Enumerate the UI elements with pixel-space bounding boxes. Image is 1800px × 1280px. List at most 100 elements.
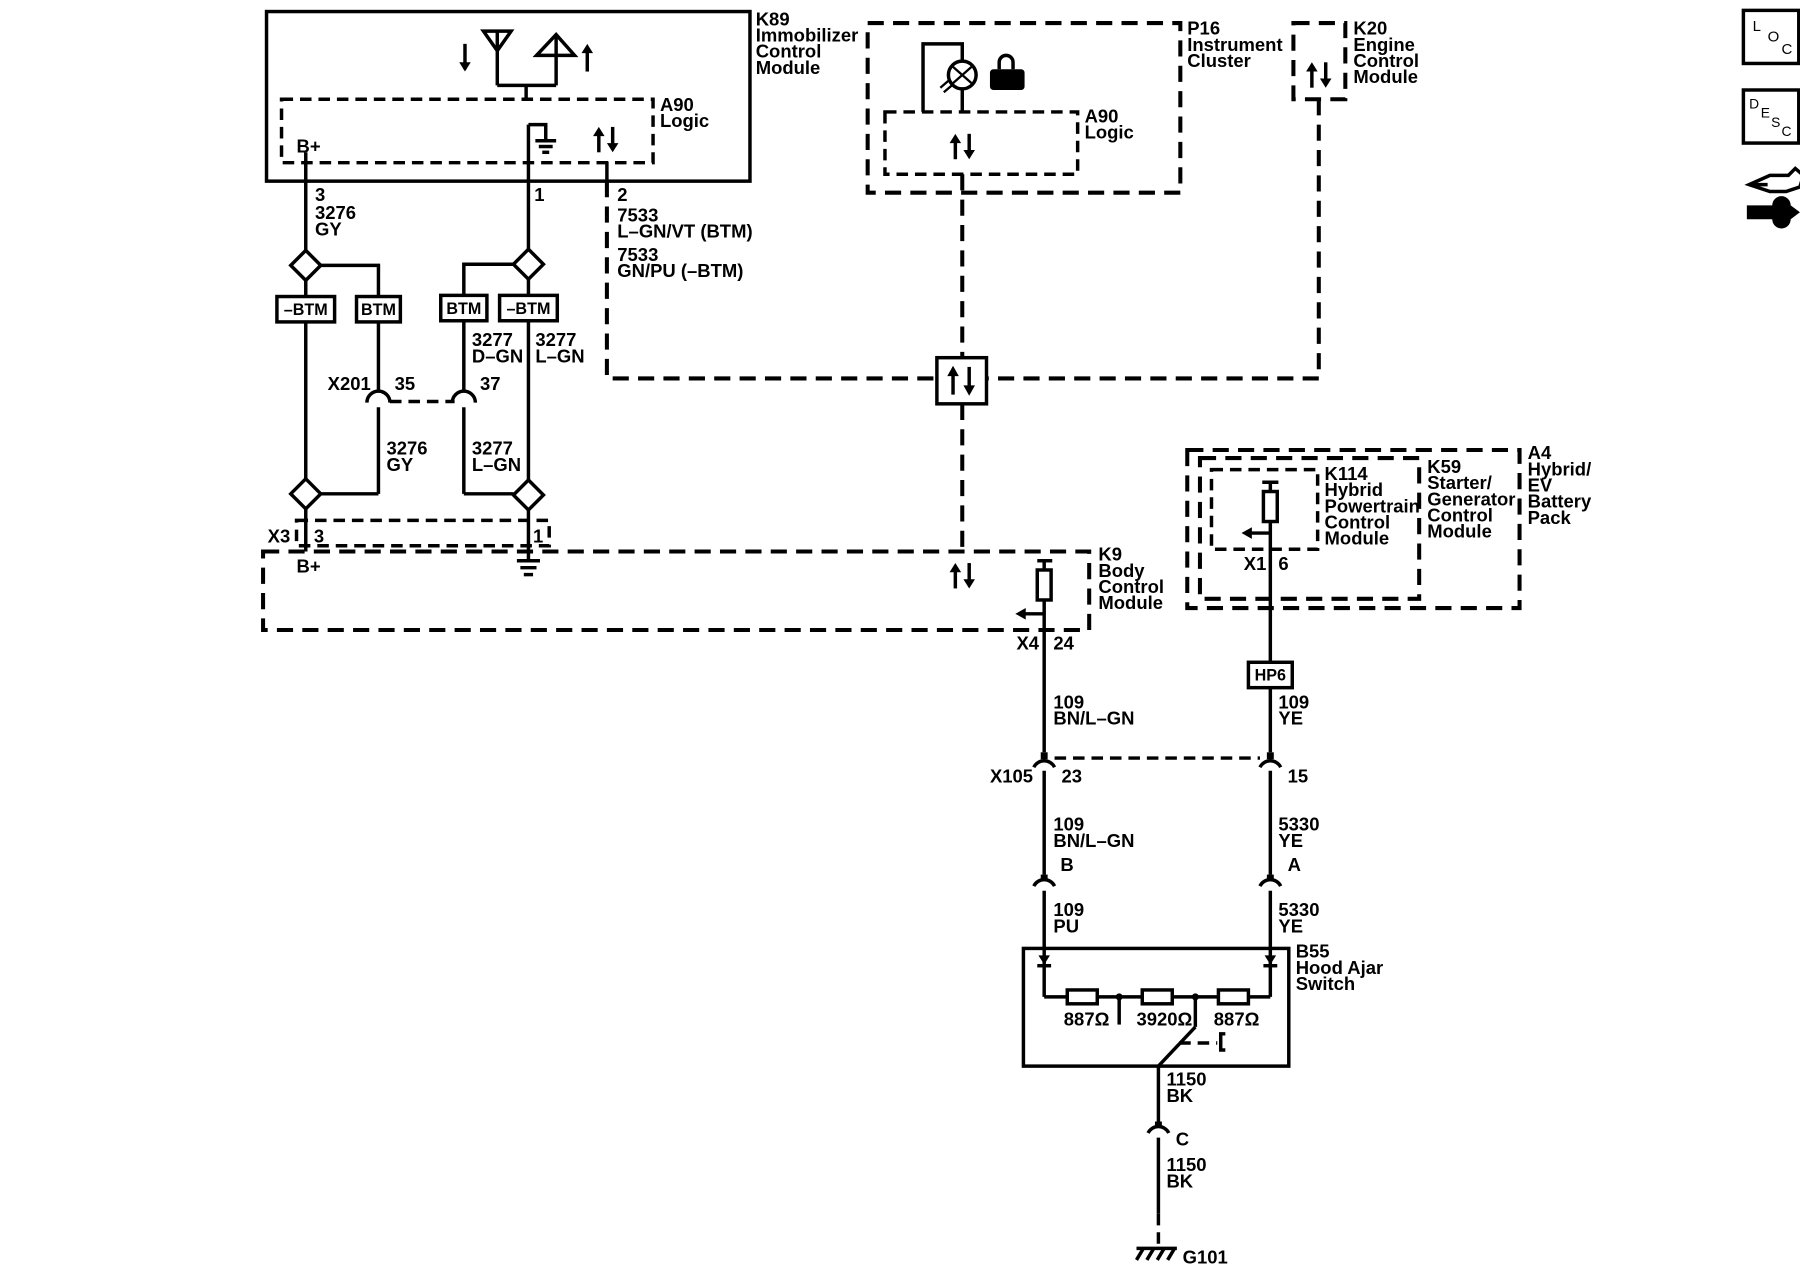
desc-letter-e: E [1761,105,1770,121]
k9-ground-icon [516,551,540,577]
k89-module-label: K89 Immobilizer Control Module [756,8,864,77]
b55-module-label: B55 Hood Ajar Switch [1296,941,1389,994]
k20-data-arrows-icon [1306,62,1332,88]
chassis-ground-icon [1135,1246,1177,1261]
k89-data-arrows-icon [593,126,619,153]
k89-logic-box [279,97,655,165]
k59-starter-generator-module-box [1197,456,1422,601]
k89-immobilizer-module-box [264,9,752,183]
x201-pin35-connector-icon [365,389,392,403]
k89-logic-label: A90 Logic [660,94,709,131]
x201-pin37-connector-icon [450,389,478,403]
wire-109-bn-lgn-upper-label: 109 BN/L–GN [1053,691,1134,728]
splice-diamond-top-right [510,246,546,282]
option-btm-right-label: BTM [446,300,481,318]
desc-letter-c: C [1781,123,1791,139]
p16-logic-box [883,110,1080,176]
wire-1150-bk-lower-label: 1150 BK [1166,1154,1211,1191]
x3-pin1-label: 1 [533,525,543,546]
loc-letter-o: O [1768,29,1780,46]
wire-7533-serial-data [604,181,937,381]
splice-diamond-bottom-left [288,476,324,512]
wire-5330-ye-lower-label: 5330 YE [1278,899,1324,936]
serial-data-splice-box [935,355,989,406]
p16-instrument-cluster-box [865,21,1183,195]
x201-pin35-label: 35 [395,373,416,394]
wire-109-bn-lgn-mid-label: 109 BN/L–GN [1053,814,1134,851]
connector-end-view-button[interactable] [1744,166,1800,229]
x105-label: X105 [990,765,1033,786]
x4-pin24-label: 24 [1053,633,1074,654]
wire-1150-bk-upper-label: 1150 BK [1166,1069,1211,1106]
b55-pin-c-connector-icon [1146,1124,1171,1134]
security-indicator-icon [921,42,978,112]
resistor-3920-label: 3920Ω [1136,1009,1192,1030]
b55-pin-b-connector-icon [1032,877,1057,888]
location-view-button[interactable]: L O C [1741,8,1800,66]
splice-diamond-bottom-right [510,477,546,513]
x1-label: X1 [1244,553,1267,574]
x4-label: X4 [1016,633,1039,654]
hood-switch-resistor-network [1037,948,1278,1068]
x105-pin15-connector-icon [1258,759,1283,769]
wire-3277-lgn-lower-label: 3277 L–GN [472,438,521,475]
resistor-3920 [1140,988,1174,1006]
wire-109-pu-label: 109 PU [1053,899,1089,936]
wire-109-ye-label: 109 YE [1278,691,1314,728]
resistor-887-left [1065,988,1099,1006]
serial-data-splice-arrows-icon [947,365,975,396]
desc-letter-d: D [1749,95,1759,111]
wire-3276-gy-lower-label: 3276 GY [387,438,433,475]
k20-serial-data-wire [987,99,1321,381]
wire-7533-label: 7533 L–GN/VT (BTM) 7533 GN/PU (–BTM) [617,205,757,281]
splice-diamond-top-left [288,247,324,283]
k59-module-label: K59 Starter/ Generator Control Module [1427,456,1520,542]
x3-bplus-label: B+ [297,555,321,576]
k89-bplus-label: B+ [297,135,321,156]
k9-data-arrows-icon [949,563,975,589]
b55-hood-ajar-switch-box [1021,946,1291,1068]
a4-battery-pack-box [1185,447,1522,611]
antenna-icon [459,29,594,100]
k9-module-label: K9 Body Control Module [1098,544,1169,613]
k114-pullup-resistor-icon [1241,480,1279,665]
option-btm-left-label: BTM [361,301,396,319]
ground-g101-label: G101 [1183,1246,1228,1267]
x105-pin23-label: 23 [1061,765,1082,786]
option-minus-btm-right-label: –BTM [506,300,550,318]
k9-pullup-resistor-icon [1015,559,1053,630]
desc-letter-s: S [1771,114,1780,130]
k89-pin1-label: 1 [534,184,544,205]
option-minus-btm-left-label: –BTM [284,301,328,319]
x3-pin3-label: 3 [314,525,324,546]
b55-pin-a-connector-icon [1258,877,1283,888]
x201-label: X201 [328,373,371,394]
x1-pin6-label: 6 [1278,553,1288,574]
x3-connector-box [294,518,551,548]
k114-module-label: K114 Hybrid Powertrain Control Module [1325,463,1426,549]
resistor-887-right-label: 887Ω [1214,1009,1260,1030]
wire-5330-ye-mid-label: 5330 YE [1278,814,1324,851]
hp6-label: HP6 [1255,667,1286,685]
x105-pin23-connector-icon [1032,759,1057,769]
loc-letter-l: L [1753,18,1761,35]
option-btm-left [354,294,403,324]
k89-pin2-label: 2 [617,184,627,205]
b55-pin-a-label: A [1288,854,1301,875]
loc-letter-c: C [1781,41,1792,58]
wire-3276-gy-label: 3276 GY [315,202,361,239]
connector-wrench-icon [1744,166,1800,229]
x201-pin37-label: 37 [480,373,501,394]
k20-module-label: K20 Engine Control Module [1353,18,1424,87]
a4-module-label: A4 Hybrid/ EV Battery Pack [1528,442,1597,528]
p16-logic-label: A90 Logic [1085,105,1134,142]
p16-module-label: P16 Instrument Cluster [1187,18,1288,71]
x3-label: X3 [268,525,291,546]
padlock-car-icon [989,53,1025,90]
k89-logic-ground-icon [528,122,557,155]
p16-data-arrows-icon [949,133,975,160]
b55-pin-c-label: C [1176,1129,1189,1150]
x105-pin15-label: 15 [1288,765,1309,786]
description-view-button[interactable]: D E S C [1741,88,1800,145]
